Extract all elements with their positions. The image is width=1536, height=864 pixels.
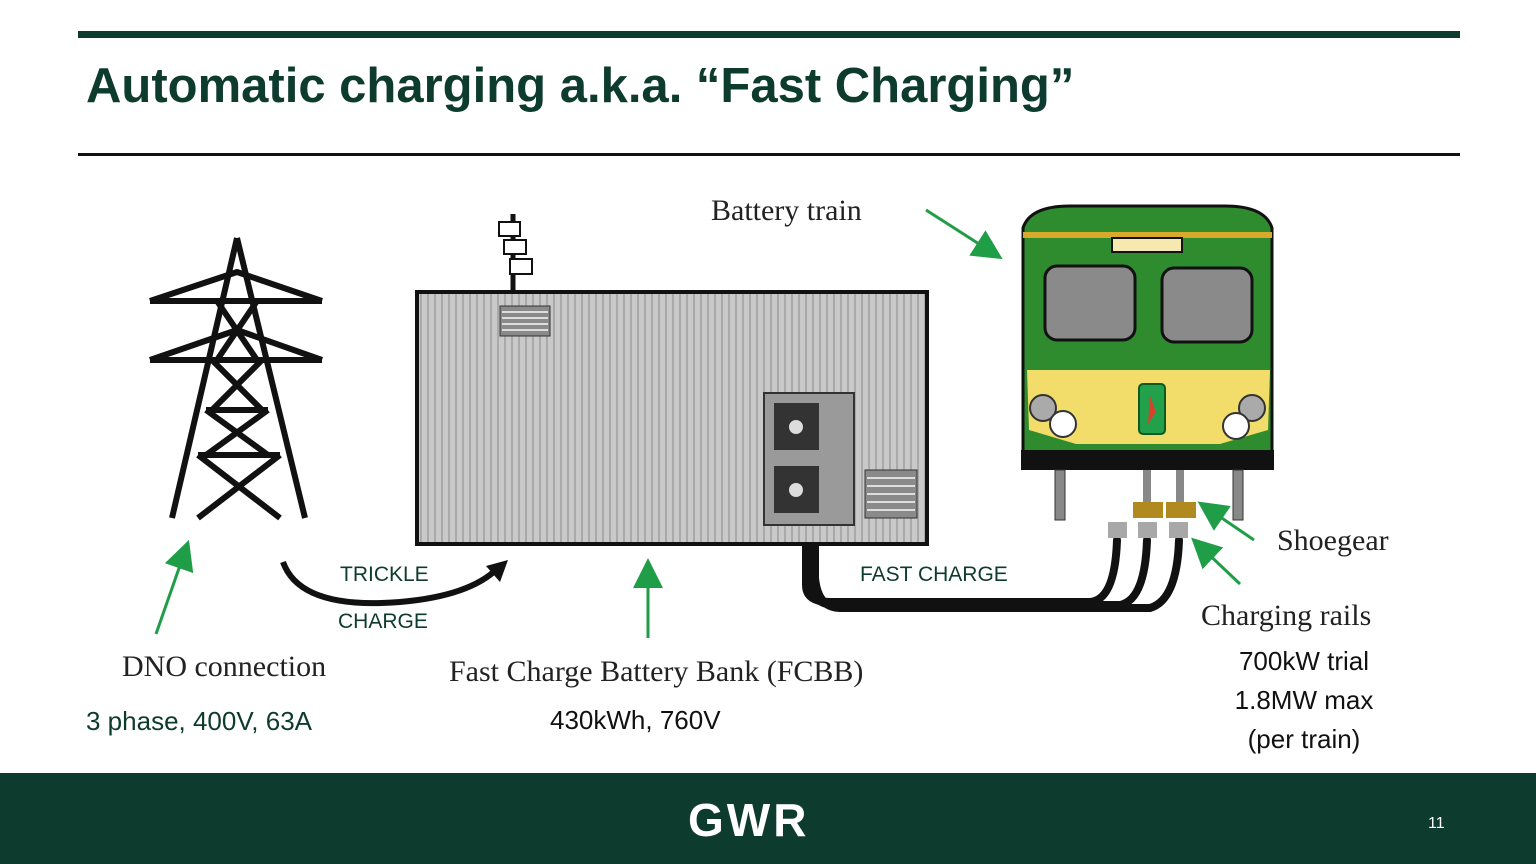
shoegear-label: Shoegear bbox=[1277, 524, 1389, 557]
vent-top bbox=[499, 305, 551, 337]
page-number: 11 bbox=[1428, 815, 1445, 832]
trickle-label: TRICKLE bbox=[340, 563, 429, 586]
fast-charge-cables bbox=[802, 536, 1183, 612]
pylon-icon bbox=[149, 237, 323, 521]
dno-connection-label: DNO connection bbox=[122, 650, 327, 683]
gwr-logo: GWR bbox=[688, 794, 810, 846]
antenna-icon bbox=[498, 214, 533, 292]
charge-label: CHARGE bbox=[338, 610, 428, 633]
fast-charge-label: FAST CHARGE bbox=[860, 563, 1008, 586]
container-icon bbox=[415, 290, 929, 546]
slide-title: Automatic charging a.k.a. “Fast Charging… bbox=[86, 59, 1075, 113]
trickle-charge-arrow bbox=[280, 560, 508, 607]
shoegear-icon bbox=[1133, 470, 1196, 518]
vent-bottom bbox=[864, 469, 918, 519]
rails-spec-per-train: (per train) bbox=[1247, 724, 1361, 754]
charging-rails-label: Charging rails bbox=[1201, 599, 1372, 632]
dno-spec-label: 3 phase, 400V, 63A bbox=[86, 706, 313, 736]
header-top-rule bbox=[78, 31, 1460, 38]
rails-spec-max: 1.8MW max bbox=[1234, 685, 1374, 715]
fcbb-label: Fast Charge Battery Bank (FCBB) bbox=[449, 655, 864, 688]
header-bottom-rule bbox=[78, 153, 1460, 156]
footer-bar: GWR 11 bbox=[0, 773, 1536, 864]
pointer-arrows bbox=[154, 208, 1255, 638]
train-icon bbox=[1021, 204, 1274, 521]
cooling-unit bbox=[763, 392, 855, 526]
rails-spec-trial: 700kW trial bbox=[1238, 646, 1370, 676]
charging-rail-heads bbox=[1108, 522, 1188, 538]
fcbb-spec-label: 430kWh, 760V bbox=[550, 705, 721, 735]
battery-train-label: Battery train bbox=[711, 194, 862, 227]
